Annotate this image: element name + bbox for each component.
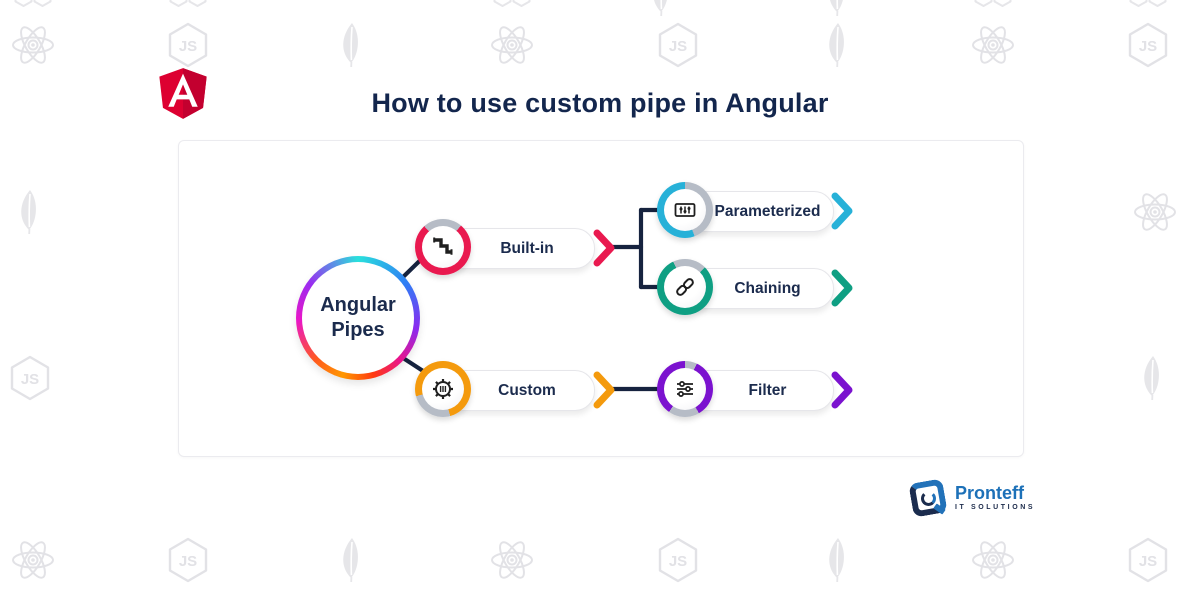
node-badge-chaining [657, 259, 713, 315]
node-label-chaining: Chaining [734, 279, 801, 297]
root-node-label: Angular Pipes [320, 294, 396, 341]
pronteff-logo: Pronteff IT SOLUTIONS [908, 478, 1036, 518]
gear-icon [433, 379, 453, 399]
sliders-icon [677, 381, 693, 397]
chevron-right-icon [593, 371, 615, 409]
control-panel-icon [674, 203, 696, 217]
pronteff-name: Pronteff [955, 482, 1024, 503]
node-label-filter: Filter [748, 381, 787, 399]
node-badge-custom [415, 361, 471, 417]
pipe-icon [433, 237, 453, 255]
page-title: How to use custom pipe in Angular [371, 88, 829, 118]
node-label-custom: Custom [498, 381, 556, 399]
pronteff-logo-icon [908, 478, 948, 518]
node-badge-filter [657, 361, 713, 417]
node-badge-built-in [415, 219, 471, 275]
chevron-right-icon [831, 371, 853, 409]
chevron-right-icon [593, 229, 615, 267]
node-label-built-in: Built-in [500, 239, 554, 257]
pronteff-tagline: IT SOLUTIONS [955, 503, 1036, 511]
node-label-parameterized: Parameterized [714, 202, 821, 220]
chain-link-icon [676, 278, 694, 296]
root-node-angular-pipes: Angular Pipes [296, 256, 420, 380]
chevron-right-icon [831, 192, 853, 230]
node-badge-parameterized [657, 182, 713, 238]
root-node-inner: Angular Pipes [302, 262, 414, 374]
angular-logo-icon [159, 68, 207, 119]
chevron-right-icon [831, 269, 853, 307]
